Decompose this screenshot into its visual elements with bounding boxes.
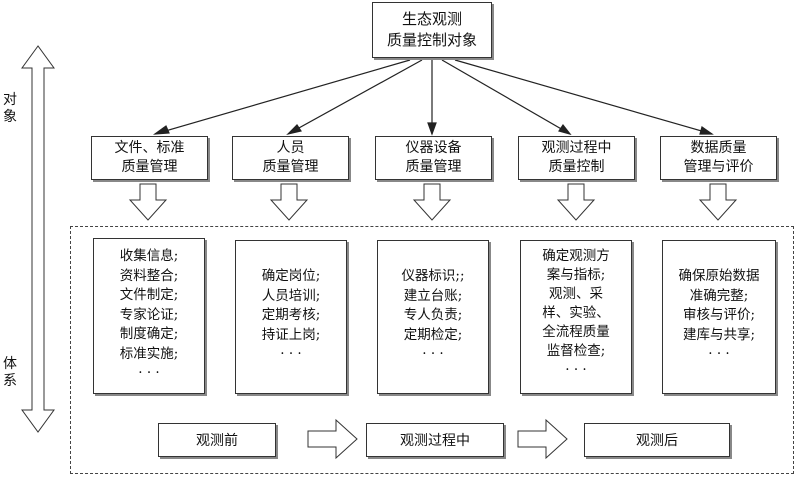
stage-after: 观测后 (584, 423, 730, 457)
category-line: 质量控制 (548, 159, 605, 175)
category-line: 数据质量 (690, 140, 747, 156)
detail-line: 人员培训; (261, 287, 321, 304)
category-line: 观测过程中 (541, 140, 612, 156)
detail-line: 监督检查; (546, 343, 606, 359)
root-box: 生态观测 质量控制对象 (372, 2, 492, 58)
root-to-category-lines (152, 59, 714, 136)
detail-line: 专家论证; (119, 306, 179, 323)
detail-line: 定期考核; (261, 307, 321, 323)
detail-line: 制度确定; (119, 326, 179, 342)
detail-line: · · · (138, 365, 160, 381)
category-line: 质量管理 (405, 159, 462, 175)
category-line: 质量管理 (121, 159, 178, 175)
detail-line: 持证上岗; (261, 326, 321, 343)
detail-line: · · · (565, 362, 587, 378)
detail-line: 建立台账; (403, 287, 463, 304)
stage-before: 观测前 (158, 423, 276, 457)
detail-line: 观测、采 (549, 286, 603, 302)
detail-line: · · · (280, 346, 302, 362)
detail-line: 仪器标识;; (401, 268, 465, 284)
detail-line: 标准实施; (119, 345, 179, 362)
detail-line: 确定岗位; (261, 268, 321, 284)
stage-label: 观测后 (636, 433, 678, 449)
side-char: 系 (3, 373, 17, 389)
detail-box-process: 确定观测方 案与指标; 观测、采 样、实验、 全流程质量 监督检查; · · · (520, 240, 632, 394)
category-box-documents: 文件、标准 质量管理 (91, 136, 208, 180)
root-line: 质量控制对象 (386, 31, 477, 49)
detail-box-personnel: 确定岗位; 人员培训; 定期考核; 持证上岗; · · · (235, 240, 347, 394)
detail-line: 全流程质量 (542, 324, 610, 340)
detail-line: 建库与共享; (682, 326, 756, 343)
side-char: 象 (3, 109, 17, 125)
stage-during: 观测过程中 (366, 423, 504, 457)
category-line: 人员 (276, 140, 305, 156)
category-line: 管理与评价 (683, 159, 754, 175)
side-char: 体 (3, 356, 17, 372)
detail-box-data: 确保原始数据 准确完整; 审核与评价; 建库与共享; · · · (662, 240, 776, 394)
detail-line: 准确完整; (689, 287, 749, 304)
category-line: 文件、标准 (114, 140, 185, 156)
detail-line: 收集信息; (119, 248, 179, 264)
root-line: 生态观测 (401, 10, 462, 28)
side-char: 对 (3, 92, 17, 108)
detail-line: · · · (422, 346, 444, 362)
category-box-data: 数据质量 管理与评价 (660, 136, 777, 180)
category-line: 仪器设备 (405, 140, 462, 156)
detail-line: · · · (708, 346, 730, 362)
category-line: 质量管理 (262, 159, 319, 175)
category-box-instruments: 仪器设备 质量管理 (375, 136, 492, 180)
down-arrows (128, 183, 738, 221)
system-container (70, 226, 794, 474)
detail-box-documents: 收集信息; 资料整合; 文件制定; 专家论证; 制度确定; 标准实施; · · … (93, 238, 205, 394)
category-box-personnel: 人员 质量管理 (232, 136, 349, 180)
right-arrows (307, 418, 568, 460)
detail-line: 确定观测方 (542, 248, 610, 264)
detail-line: 专人负责; (403, 307, 463, 323)
detail-line: 确保原始数据 (678, 268, 760, 284)
detail-box-instruments: 仪器标识;; 建立台账; 专人负责; 定期检定; · · · (377, 240, 489, 394)
detail-line: 定期检定; (403, 326, 463, 343)
detail-line: 文件制定; (119, 287, 179, 303)
side-label-object: 对 象 (2, 92, 18, 126)
stage-label: 观测前 (196, 433, 238, 449)
stage-label: 观测过程中 (400, 433, 470, 449)
detail-line: 案与指标; (546, 267, 606, 283)
detail-line: 资料整合; (119, 267, 179, 284)
detail-line: 审核与评价; (682, 307, 756, 323)
side-label-system: 体 系 (2, 356, 18, 390)
category-box-process: 观测过程中 质量控制 (518, 136, 635, 180)
vertical-double-arrow (21, 45, 55, 433)
detail-line: 样、实验、 (542, 305, 610, 321)
